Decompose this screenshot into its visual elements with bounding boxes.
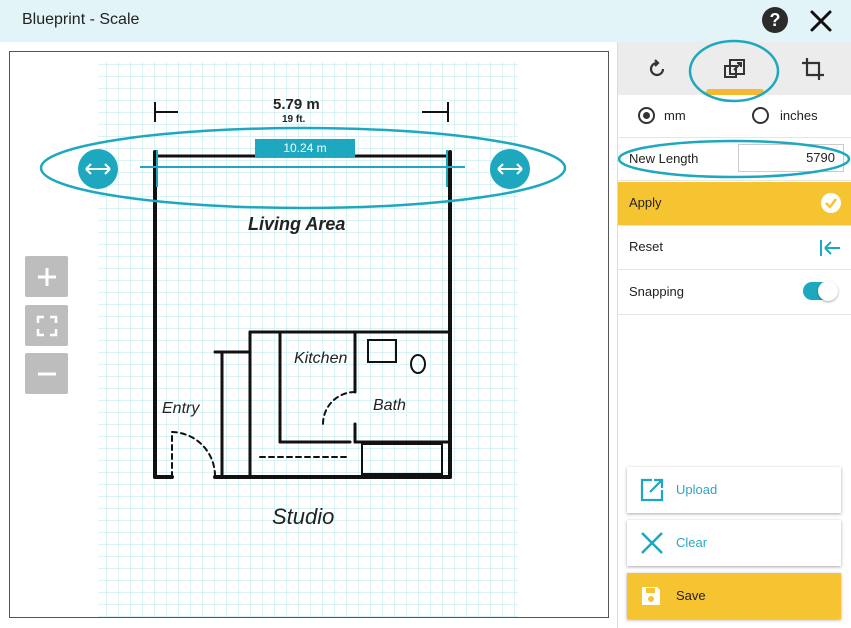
room-label-kitchen: Kitchen [294,350,348,367]
settings-panel: mm inches New Length 5790 Apply Reset Sn… [617,39,851,628]
clear-label: Clear [676,535,708,550]
radio-mm[interactable] [638,107,655,124]
apply-button[interactable]: Apply [618,182,851,226]
blueprint-canvas[interactable]: 5.79 m 19 ft. 10.24 m Living Area Kitche… [9,51,609,618]
crop-icon [802,57,824,80]
check-icon [821,193,841,213]
reset-button[interactable]: Reset [618,226,851,270]
room-label-entry: Entry [162,400,200,417]
rotate-icon [649,58,665,76]
save-icon [642,587,660,605]
new-length-row: New Length 5790 [618,138,851,181]
drag-handle-right[interactable] [490,149,530,189]
zoom-out-button[interactable] [25,353,68,394]
radio-inches-label: inches [780,108,818,123]
drag-handle-left[interactable] [78,149,118,189]
measure-badge: 10.24 m [283,141,327,155]
reset-icon [820,240,840,256]
apply-label: Apply [629,195,662,210]
room-label-living-area: Living Area [248,214,346,234]
tool-tabs [618,39,851,103]
canvas-area: 5.79 m 19 ft. 10.24 m Living Area Kitche… [0,42,617,628]
dimension-label-ft: 19 ft. [282,114,306,125]
upload-label: Upload [676,482,718,497]
upload-icon [640,478,664,502]
room-label-bath: Bath [373,397,406,414]
highlight-ellipse [39,126,567,210]
floor-plan-walls [153,150,452,479]
plus-icon [37,267,56,286]
snapping-row: Snapping [618,270,851,315]
snapping-label: Snapping [629,284,684,299]
tab-rotate[interactable] [618,42,696,95]
reset-label: Reset [629,239,663,254]
new-length-label: New Length [629,151,699,166]
dimension-label-m: 5.79 m [273,96,320,113]
room-label-studio: Studio [272,504,335,529]
fit-screen-button[interactable] [25,305,68,346]
dimension-marks [154,102,449,122]
radio-mm-label: mm [664,108,686,123]
highlight-ellipse-length [618,139,851,179]
radio-inches[interactable] [752,107,769,124]
fullscreen-icon [36,315,57,336]
measure-badge-bg [255,139,355,157]
measure-line[interactable] [140,139,465,187]
title-bar: Blueprint - Scale ? [0,0,851,42]
help-icon[interactable]: ? [762,7,788,33]
minus-icon [37,372,56,375]
window-title: Blueprint - Scale [22,11,140,28]
close-icon[interactable] [806,6,836,36]
clear-icon [641,532,663,554]
save-label: Save [676,588,706,603]
tab-scale[interactable] [696,42,774,95]
zoom-in-button[interactable] [25,256,68,297]
clear-button[interactable]: Clear [627,520,841,566]
scale-icon [724,58,745,78]
unit-selector: mm inches [618,95,851,138]
highlight-circle [688,39,780,103]
save-button[interactable]: Save [627,573,841,619]
snapping-toggle[interactable] [803,281,838,301]
upload-button[interactable]: Upload [627,467,841,513]
tab-crop[interactable] [774,42,851,95]
